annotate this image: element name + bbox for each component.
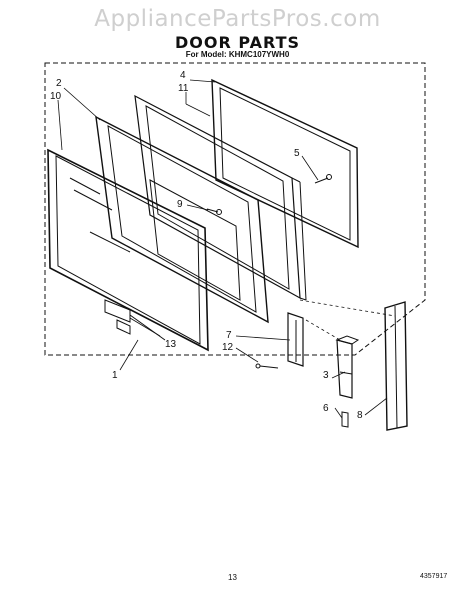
callout-3: 3 (323, 370, 329, 381)
glass-panel-part-1 (47, 148, 209, 352)
callout-12: 12 (222, 342, 234, 353)
callout-4: 4 (180, 70, 186, 81)
screw-part-12 (255, 363, 279, 369)
callout-6: 6 (323, 403, 329, 414)
door-frame-part-2 (95, 115, 269, 324)
callout-10: 10 (50, 91, 62, 102)
document-code: 4357917 (420, 573, 448, 580)
screw-part-5 (314, 174, 332, 184)
callout-9: 9 (177, 199, 183, 210)
inner-liner-part-11 (134, 94, 307, 301)
callout-5: 5 (294, 148, 300, 159)
callout-7: 7 (226, 330, 232, 341)
side-trim-part-8 (384, 301, 408, 431)
callout-11: 11 (178, 83, 189, 94)
page-title: DOOR PARTS (174, 33, 301, 52)
page-number: 13 (228, 573, 237, 582)
model-subtitle: For Model: KHMC107YWH0 (185, 50, 290, 59)
hinge-plate-part-7 (287, 312, 304, 367)
latch-hook-part-3 (335, 335, 360, 399)
assembly-boundary (44, 62, 426, 356)
callout-1: 1 (112, 370, 118, 381)
leader-lines (57, 79, 396, 419)
callout-13: 13 (165, 339, 177, 350)
spring-part-6 (341, 411, 349, 428)
screw-part-9 (206, 208, 222, 215)
watermark-text: AppliancePartsPros.com (94, 6, 381, 32)
callout-2: 2 (56, 78, 62, 89)
callout-8: 8 (357, 410, 363, 421)
